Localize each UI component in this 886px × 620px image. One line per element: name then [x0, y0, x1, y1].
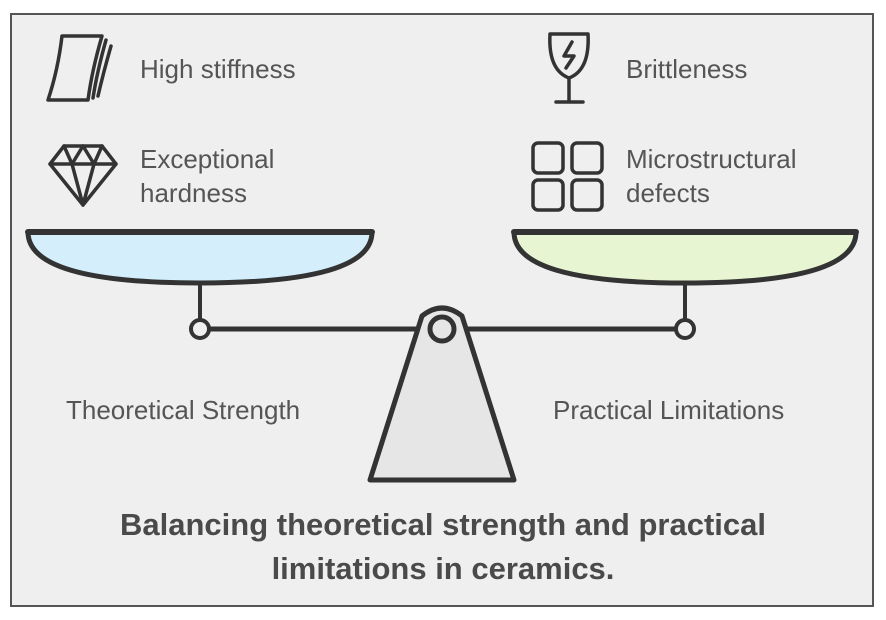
practical-limitations-label: Practical Limitations — [553, 395, 785, 425]
right-pan — [511, 229, 859, 286]
brittleness-label: Brittleness — [626, 54, 748, 84]
left-joint — [189, 318, 211, 340]
caption-line1: Balancing theoretical strength and pract… — [120, 507, 766, 542]
theoretical-strength-label: Theoretical Strength — [66, 395, 301, 425]
left-pan — [25, 229, 375, 286]
exceptional-hardness-label-line2: hardness — [140, 178, 247, 208]
exceptional-hardness-label-line1: Exceptional — [140, 144, 275, 174]
diagram-caption: Balancing theoretical strength and pract… — [0, 503, 886, 591]
high-stiffness-label: High stiffness — [140, 54, 296, 84]
microstructural-defects-label-line2: defects — [626, 178, 710, 208]
right-joint — [674, 318, 696, 340]
grid-squares-icon — [531, 141, 604, 212]
paper-sheets-icon — [46, 34, 113, 102]
center-pivot — [427, 314, 457, 344]
diamond-icon — [48, 144, 118, 207]
microstructural-defects-label-line1: Microstructural — [626, 144, 797, 174]
scale-base — [367, 305, 517, 483]
caption-line2: limitations in ceramics. — [271, 551, 615, 586]
broken-glass-icon — [548, 32, 590, 104]
